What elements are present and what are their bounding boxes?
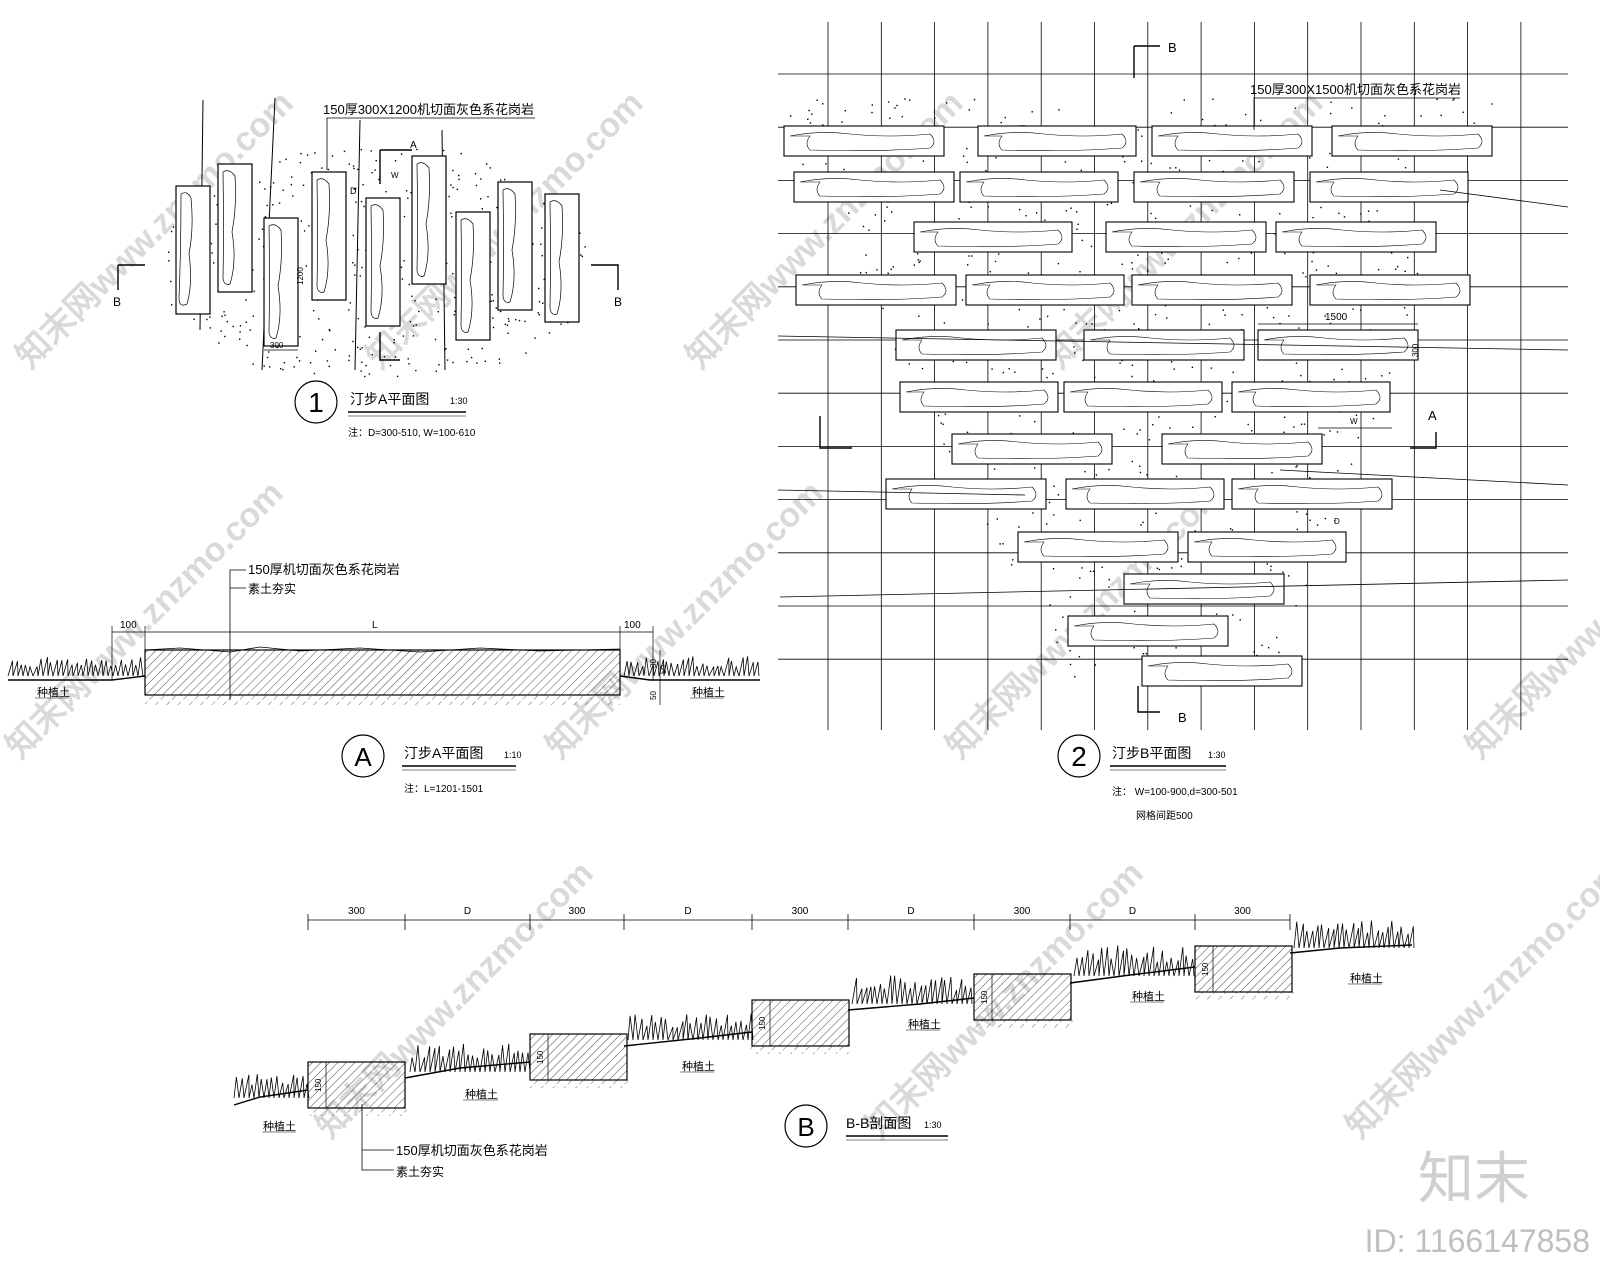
bb-planting-soil-4: 种植土 — [908, 1017, 941, 1031]
drawing2-dim-d: D — [1334, 517, 1340, 526]
bb-dim-label: D — [1129, 906, 1136, 917]
drawingB-number: B — [797, 1112, 814, 1142]
bb-dim-label: 300 — [569, 906, 586, 917]
drawing2-dim-w: W — [1350, 417, 1358, 426]
section-mark-a-top: A — [410, 140, 417, 151]
section-a-dim-50a: 50 — [659, 665, 668, 674]
drawing2-note-1: 注： W=100-900,d=300-501 — [1112, 785, 1238, 798]
drawing2-section-b-top: B — [1168, 40, 1177, 55]
bb-soil-label: 素土夯实 — [396, 1164, 444, 1179]
watermark-text-8: 知末网www.znzmo.com — [1459, 474, 1600, 766]
section-mark-b-right: B — [614, 295, 622, 309]
drawing2-material-label: 150厚300X1500机切面灰色系花岗岩 — [1250, 82, 1461, 97]
drawing2-note-2: 网格间距500 — [1136, 809, 1193, 822]
bb-dim-label: D — [464, 906, 471, 917]
drawing2-dim-1500: 1500 — [1325, 312, 1348, 323]
section-a-planting-soil-left: 种植土 — [37, 685, 70, 699]
drawing1-note: 注：D=300-510, W=100-610 — [348, 426, 476, 439]
drawing2-number: 2 — [1071, 741, 1087, 772]
drawingB-title: B-B剖面图 — [846, 1115, 911, 1131]
bb-dim-label: 300 — [348, 906, 365, 917]
drawing2-section-b-bottom: B — [1178, 710, 1187, 725]
drawing1-dim-300: 300 — [270, 341, 284, 350]
drawing2-section-a-right: A — [1428, 408, 1437, 423]
bb-dim-label: 300 — [1234, 906, 1251, 917]
section-a-planting-soil-right: 种植土 — [692, 685, 725, 699]
drawing1-material-label: 150厚300X1200机切面灰色系花岗岩 — [323, 102, 534, 117]
section-mark-b-left: B — [113, 295, 121, 309]
watermark-logo: 知末 — [1418, 1147, 1530, 1210]
drawing1-dim-w: W — [391, 171, 399, 180]
section-a-dim-50b: 50 — [649, 691, 658, 700]
drawing-stepping-stone-a-section: 150厚机切面灰色系花岗岩 素土夯实 100 L 100 30 50 50 种植… — [7, 562, 760, 795]
drawing1-scale: 1:30 — [450, 396, 468, 406]
bb-dim-label: 300 — [1014, 906, 1031, 917]
section-a-dim-right: 100 — [624, 620, 641, 631]
section-a-stone-label: 150厚机切面灰色系花岗岩 — [248, 562, 400, 577]
section-a-soil-label: 素土夯实 — [248, 581, 296, 596]
bb-dim-150: 150 — [980, 990, 989, 1004]
bb-dim-150: 150 — [758, 1016, 767, 1030]
bb-planting-soil-2: 种植土 — [465, 1087, 498, 1101]
drawingA-number: A — [354, 742, 372, 772]
drawingB-scale: 1:30 — [924, 1120, 942, 1130]
drawing2-dim-300: 300 — [1411, 343, 1420, 357]
watermark-text-1: 知末网www.znzmo.com — [9, 84, 301, 376]
watermark-text-5: 知末网www.znzmo.com — [0, 474, 291, 766]
bb-planting-soil-5: 种植土 — [1132, 989, 1165, 1003]
bb-dim-label: D — [907, 906, 914, 917]
drawing2-scale: 1:30 — [1208, 750, 1226, 760]
drawing1-title: 汀步A平面图 — [350, 391, 429, 407]
drawing1-dim-1200: 1200 — [296, 267, 305, 285]
bb-planting-soil-6: 种植土 — [1350, 971, 1383, 985]
drawing1-dim-d: D — [350, 186, 357, 196]
bb-stone-label: 150厚机切面灰色系花岗岩 — [396, 1143, 548, 1158]
bb-dim-150: 150 — [314, 1078, 323, 1092]
bb-dim-label: D — [684, 906, 691, 917]
bb-planting-soil-3: 种植土 — [682, 1059, 715, 1073]
drawingA-title: 汀步A平面图 — [404, 745, 483, 761]
bb-dim-label: 300 — [792, 906, 809, 917]
section-a-stone — [144, 649, 621, 696]
bb-planting-soil-1: 种植土 — [263, 1119, 296, 1133]
drawing-stepping-stone-a-plan: 150厚300X1200机切面灰色系花岗岩 A D W 1200 300 B B… — [113, 97, 622, 439]
bb-dim-150: 150 — [1201, 962, 1210, 976]
drawing1-number-circle — [294, 380, 338, 424]
section-a-dim-30: 30 — [649, 659, 658, 668]
watermark-text-6: 知末网www.znzmo.com — [539, 474, 831, 766]
bb-dim-150: 150 — [536, 1050, 545, 1064]
drawingA-scale: 1:10 — [504, 750, 522, 760]
watermark-text-11: 知末网www.znzmo.com — [1339, 854, 1600, 1146]
drawing1-number: 1 — [308, 387, 324, 418]
section-a-dim-mid: L — [372, 620, 378, 631]
watermark-id: ID: 1166147858 — [1365, 1223, 1590, 1259]
drawingA-note: 注：L=1201-1501 — [404, 782, 484, 795]
drawing2-title: 汀步B平面图 — [1112, 745, 1191, 761]
drawing-stepping-stone-b-plan: 150厚300X1500机切面灰色系花岗岩 B B A 1500 300 W D… — [777, 22, 1569, 822]
section-a-dim-left: 100 — [120, 620, 137, 631]
